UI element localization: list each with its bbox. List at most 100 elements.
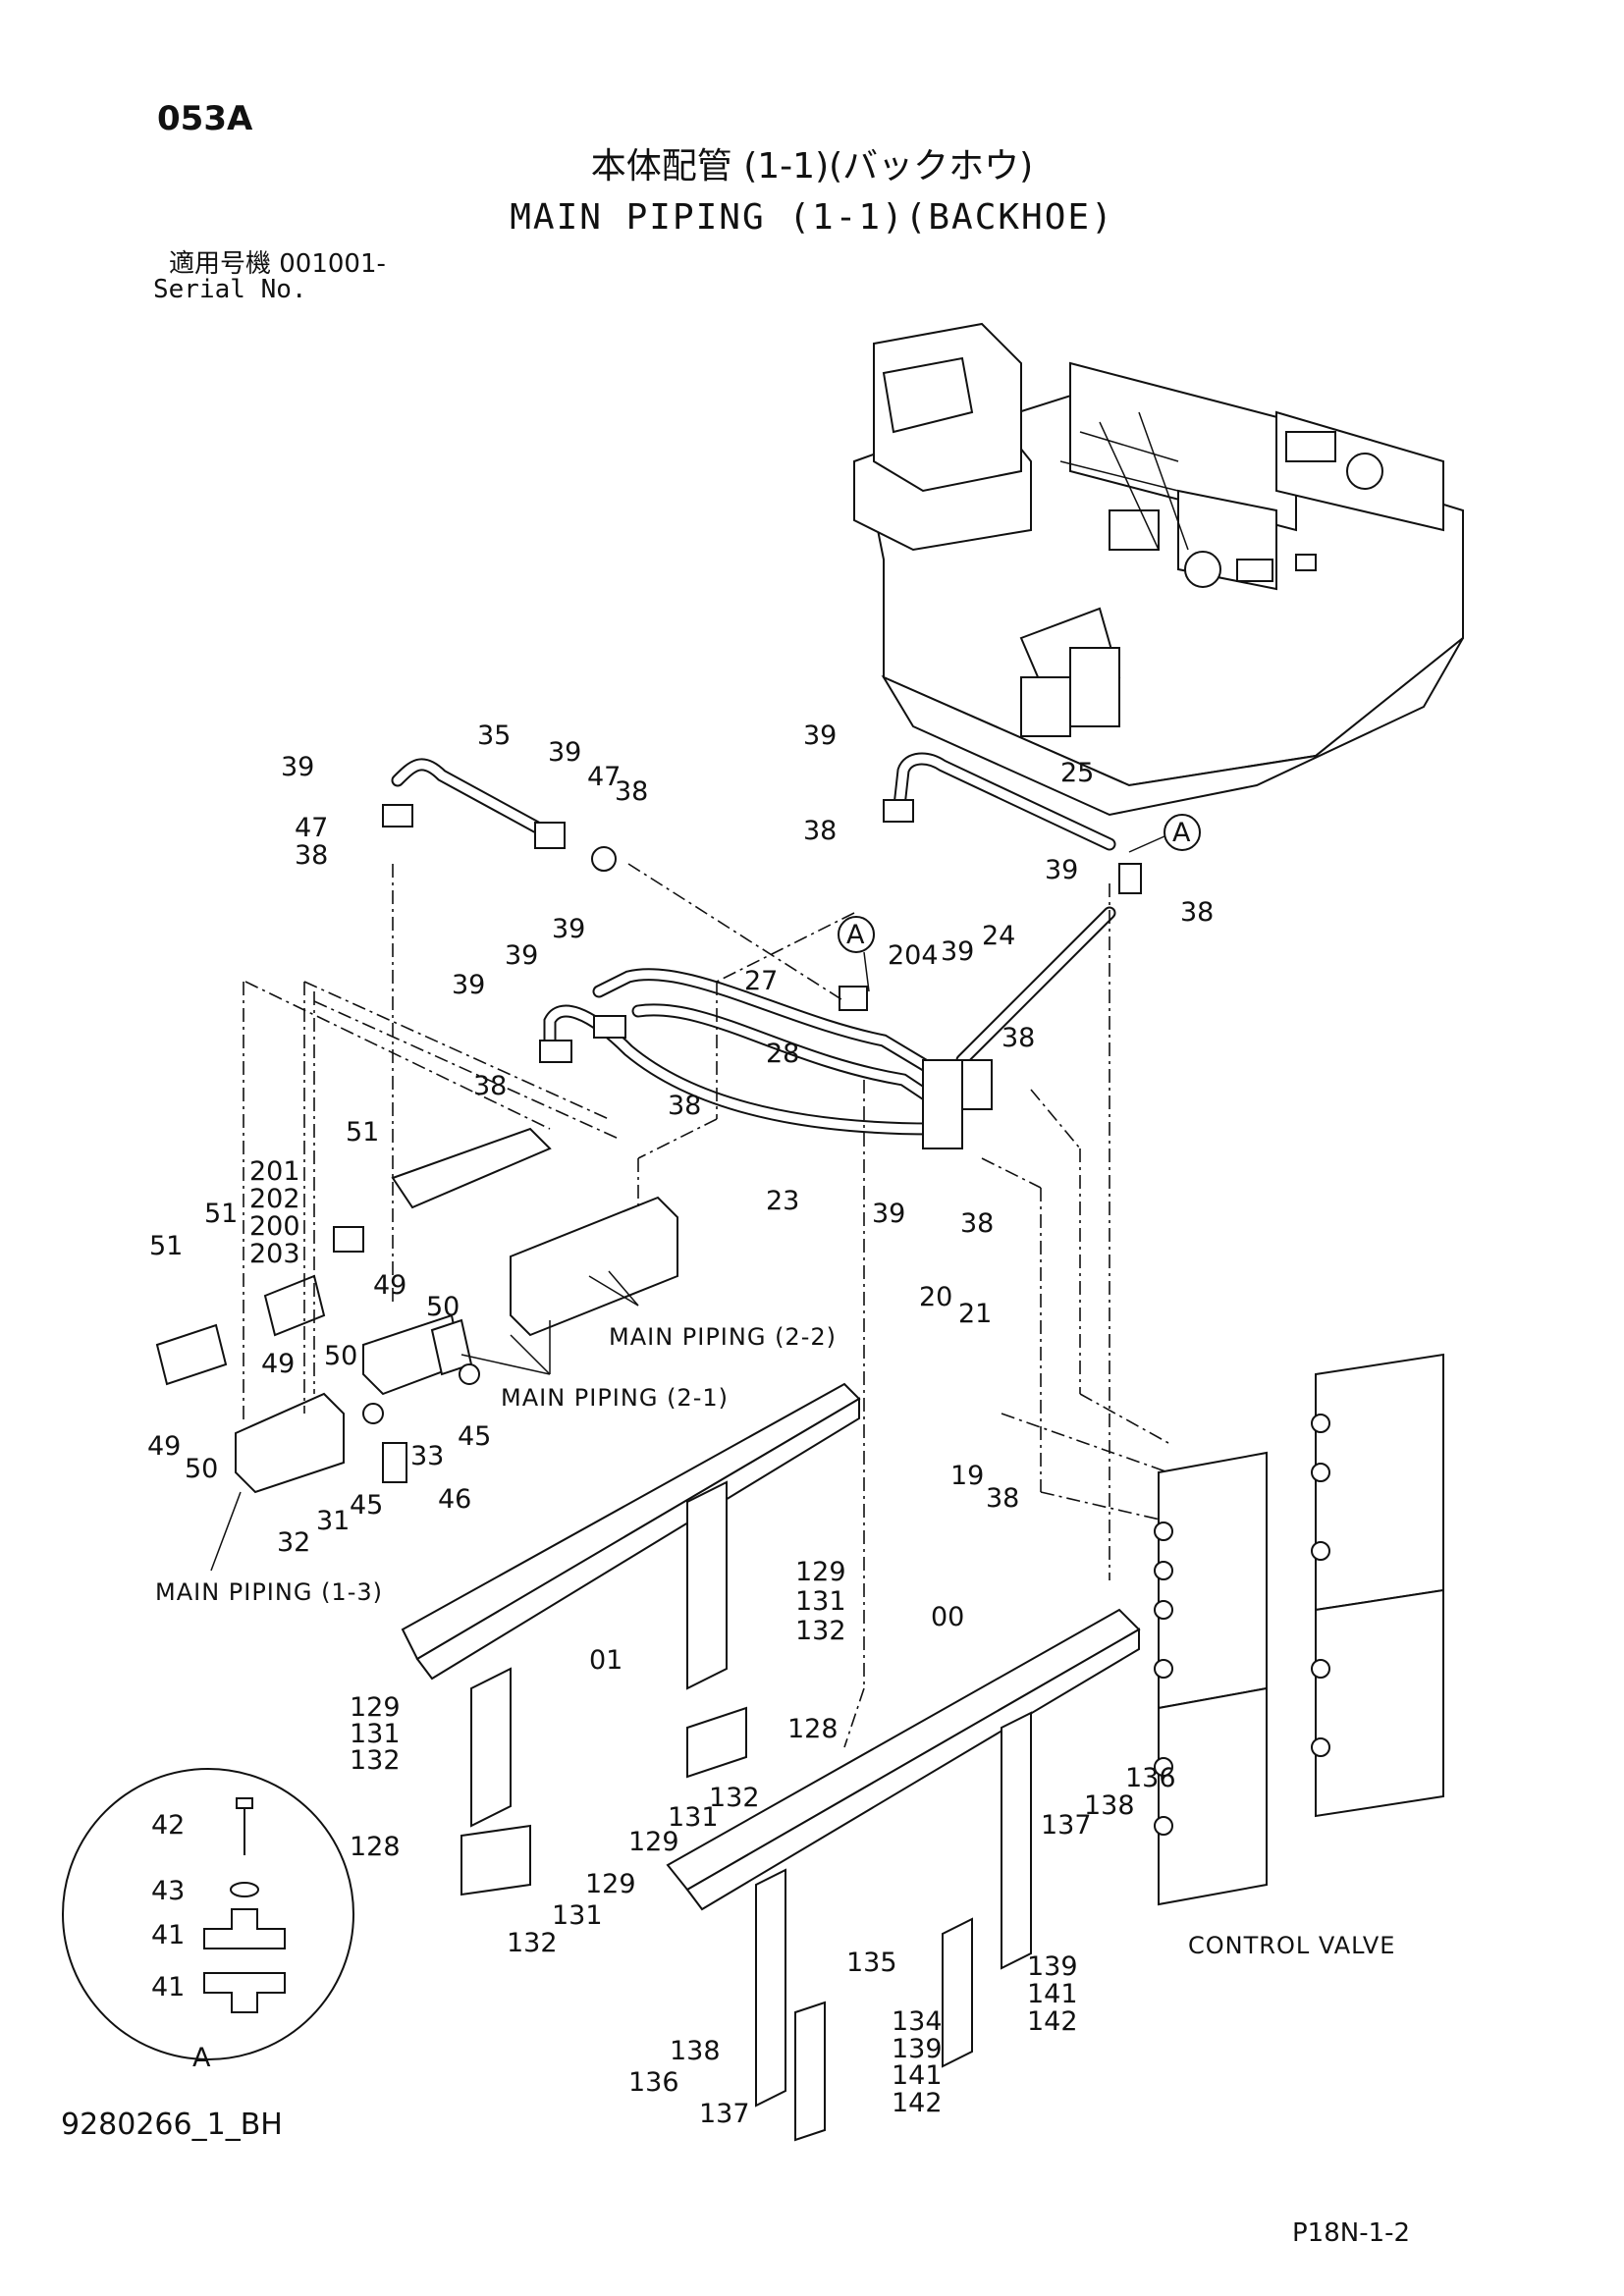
part-label: 200 bbox=[249, 1211, 300, 1242]
part-label: 131 bbox=[552, 1900, 603, 1931]
part-label: 141 bbox=[892, 2060, 943, 2091]
part-label: 38 bbox=[960, 1208, 994, 1239]
part-label: 47 bbox=[295, 813, 328, 843]
document-id: 9280266_1_BH bbox=[61, 2108, 283, 2142]
caption-main-piping-1-3: MAIN PIPING (1-3) bbox=[155, 1578, 383, 1606]
part-label: 45 bbox=[458, 1421, 491, 1452]
machine-overview-illustration bbox=[853, 322, 1464, 817]
part-label: 27 bbox=[744, 966, 778, 996]
part-label: 129 bbox=[350, 1692, 401, 1723]
part-label: 49 bbox=[147, 1431, 181, 1462]
part-label: 39 bbox=[1045, 855, 1078, 885]
part-label: 38 bbox=[615, 776, 648, 807]
part-label: 131 bbox=[795, 1586, 846, 1617]
part-label: 38 bbox=[1001, 1023, 1035, 1053]
part-label: 51 bbox=[346, 1117, 379, 1148]
part-label: 134 bbox=[892, 2006, 943, 2037]
part-label: 138 bbox=[1084, 1790, 1135, 1821]
detail-view-a-label: A bbox=[192, 2043, 211, 2073]
page-reference: P18N-1-2 bbox=[1292, 2218, 1411, 2248]
part-label: 132 bbox=[507, 1928, 558, 1958]
part-label: 129 bbox=[795, 1557, 846, 1587]
part-label: 204 bbox=[888, 940, 939, 971]
part-label: 139 bbox=[892, 2034, 943, 2064]
view-a-callout-label: A bbox=[846, 920, 865, 950]
part-label: 135 bbox=[846, 1948, 897, 1978]
part-label: 38 bbox=[295, 840, 328, 871]
view-a-callouts bbox=[838, 814, 1201, 992]
part-label: 45 bbox=[350, 1490, 383, 1521]
part-label: 136 bbox=[1125, 1763, 1176, 1793]
frame-00 bbox=[460, 1608, 1141, 2108]
part-label: 202 bbox=[249, 1184, 300, 1214]
part-label: 38 bbox=[668, 1091, 701, 1121]
part-label: 138 bbox=[670, 2036, 721, 2066]
part-label: 142 bbox=[892, 2088, 943, 2118]
part-label: 141 bbox=[1027, 1979, 1078, 2009]
control-valve bbox=[1154, 1353, 1444, 1906]
part-label: 23 bbox=[766, 1186, 799, 1216]
part-label: 38 bbox=[986, 1483, 1019, 1514]
part-label: 50 bbox=[185, 1454, 218, 1484]
page-title-english: MAIN PIPING (1-1)(BACKHOE) bbox=[510, 197, 1114, 238]
caption-main-piping-2-2: MAIN PIPING (2-2) bbox=[609, 1323, 837, 1351]
pipes-27-28-23 bbox=[539, 968, 993, 1149]
part-label: 38 bbox=[473, 1071, 507, 1101]
part-label: 132 bbox=[709, 1783, 760, 1813]
serial-label-japanese: 適用号機 001001- bbox=[169, 249, 386, 279]
part-label: 25 bbox=[1060, 758, 1094, 788]
part-label: 19 bbox=[950, 1461, 984, 1491]
serial-label-english: Serial No. bbox=[153, 275, 307, 304]
part-label: 42 bbox=[151, 1810, 185, 1841]
part-label: 132 bbox=[350, 1745, 401, 1776]
part-label: 00 bbox=[931, 1602, 964, 1632]
part-label: 129 bbox=[628, 1827, 679, 1857]
pipe-35 bbox=[382, 758, 617, 872]
brackets-134-135 bbox=[794, 1917, 973, 2142]
part-label: 32 bbox=[277, 1527, 310, 1558]
part-label: 38 bbox=[803, 816, 837, 846]
part-label: 35 bbox=[477, 721, 511, 751]
part-label: 46 bbox=[438, 1484, 471, 1515]
part-label: 50 bbox=[426, 1292, 460, 1322]
page-title-japanese: 本体配管 (1-1)(バックホウ) bbox=[590, 146, 1034, 187]
pipe-24 bbox=[955, 906, 1116, 1067]
part-label: 201 bbox=[249, 1156, 300, 1187]
part-label: 33 bbox=[410, 1441, 444, 1471]
part-label: 137 bbox=[699, 2099, 750, 2129]
page-code: 053A bbox=[157, 99, 253, 138]
part-label: 41 bbox=[151, 1972, 185, 2002]
part-label: 39 bbox=[941, 936, 974, 967]
part-label: 51 bbox=[149, 1231, 183, 1261]
caption-main-piping-2-1: MAIN PIPING (2-1) bbox=[501, 1384, 729, 1412]
part-label: 39 bbox=[872, 1199, 905, 1229]
part-label: 203 bbox=[249, 1239, 300, 1269]
detail-view-a bbox=[62, 1768, 354, 2060]
part-label: 39 bbox=[281, 752, 314, 782]
part-label: 43 bbox=[151, 1876, 185, 1906]
part-label: 131 bbox=[350, 1719, 401, 1749]
part-label: 38 bbox=[1180, 897, 1214, 928]
part-label: 49 bbox=[373, 1270, 406, 1301]
part-label: 131 bbox=[668, 1802, 719, 1833]
caption-control-valve: CONTROL VALVE bbox=[1188, 1932, 1395, 1959]
part-label: 137 bbox=[1041, 1810, 1092, 1841]
part-label: 129 bbox=[585, 1869, 636, 1899]
part-label: 139 bbox=[1027, 1951, 1078, 1982]
part-label: 128 bbox=[350, 1832, 401, 1862]
part-label: 47 bbox=[587, 762, 621, 792]
frame-01 bbox=[401, 1382, 861, 1828]
part-label: 128 bbox=[787, 1714, 839, 1744]
part-label: 50 bbox=[324, 1341, 357, 1371]
part-label: 142 bbox=[1027, 2006, 1078, 2037]
view-a-callout-label: A bbox=[1172, 818, 1191, 848]
part-label: 21 bbox=[958, 1299, 992, 1329]
part-label: 39 bbox=[552, 914, 585, 944]
part-label: 28 bbox=[766, 1039, 799, 1069]
part-label: 20 bbox=[919, 1282, 952, 1312]
part-label: 31 bbox=[316, 1506, 350, 1536]
part-label: 39 bbox=[505, 940, 538, 971]
part-label: 01 bbox=[589, 1645, 623, 1676]
pipe-25 bbox=[883, 752, 1142, 894]
